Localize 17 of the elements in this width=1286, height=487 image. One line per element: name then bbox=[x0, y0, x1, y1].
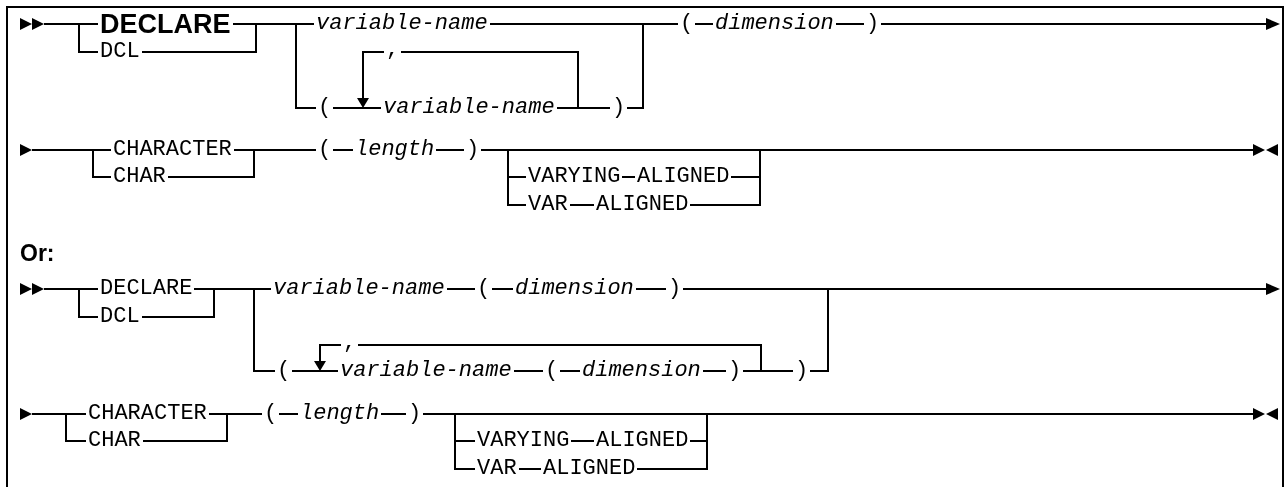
syntax-keyword: ) bbox=[793, 360, 811, 382]
syntax-keyword: ) bbox=[464, 139, 482, 161]
syntax-variable: length bbox=[353, 139, 437, 161]
syntax-keyword: ) bbox=[406, 403, 424, 425]
syntax-keyword: ) bbox=[726, 360, 744, 382]
section-heading: Or: bbox=[19, 242, 56, 264]
syntax-keyword: ( bbox=[678, 13, 696, 35]
syntax-keyword: ( bbox=[275, 360, 293, 382]
syntax-variable: length bbox=[298, 403, 382, 425]
syntax-keyword: ) bbox=[666, 278, 684, 300]
syntax-keyword: ) bbox=[864, 13, 882, 35]
syntax-keyword: ( bbox=[316, 139, 334, 161]
syntax-keyword: ( bbox=[475, 278, 493, 300]
syntax-keyword: ( bbox=[543, 360, 561, 382]
syntax-keyword: ( bbox=[316, 97, 334, 119]
syntax-keyword: ( bbox=[262, 403, 280, 425]
syntax-keyword: ) bbox=[610, 97, 628, 119]
